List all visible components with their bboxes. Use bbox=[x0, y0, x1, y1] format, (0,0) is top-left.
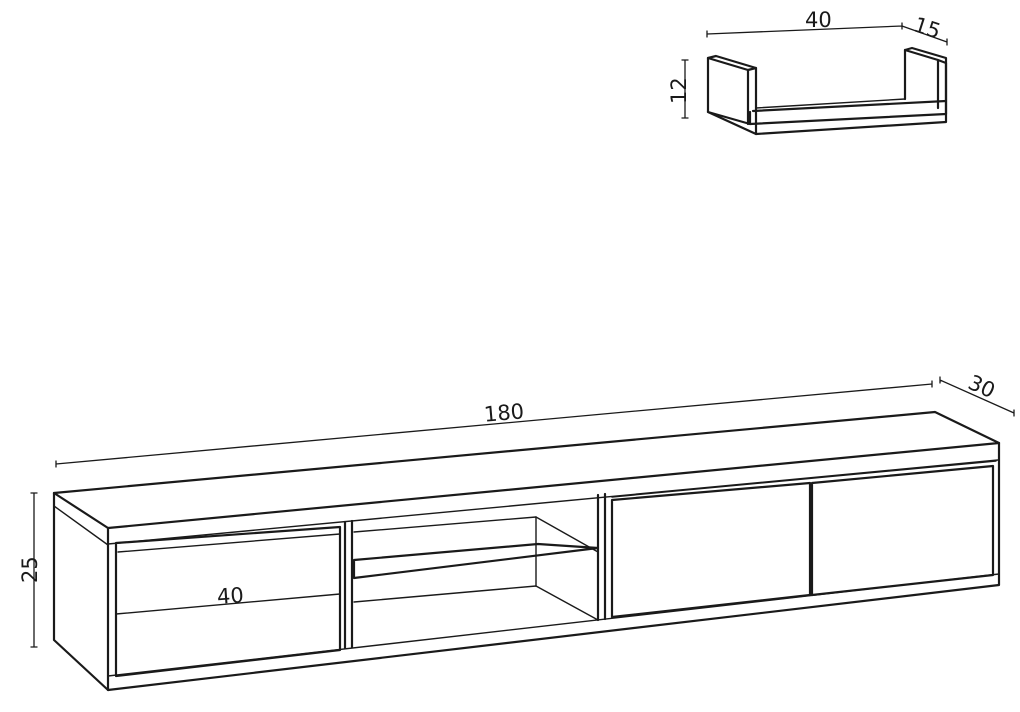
partition-left bbox=[343, 519, 354, 650]
drawer-divider bbox=[115, 593, 341, 615]
tv-unit-front-outline bbox=[106, 441, 1001, 692]
tv-unit bbox=[52, 410, 1001, 692]
shelf-bottom-face bbox=[706, 110, 948, 136]
tv-unit-depth-label: 30 bbox=[965, 370, 999, 403]
shelf-width-label: 40 bbox=[805, 8, 832, 32]
drawer-block-left bbox=[114, 525, 342, 678]
open-compartment-back-top bbox=[353, 516, 599, 553]
open-compartment-back-bottom bbox=[353, 585, 599, 621]
tv-unit-top-board-underside bbox=[107, 459, 999, 545]
shelf-height-dimension-line bbox=[681, 59, 689, 119]
tv-unit-height-label: 25 bbox=[18, 556, 42, 583]
shelf-height-label: 12 bbox=[667, 77, 691, 104]
tv-unit-depth-dimension-line bbox=[939, 376, 1015, 417]
tv-unit-left-side bbox=[52, 491, 110, 692]
drawer-width-label: 40 bbox=[216, 583, 244, 609]
door-handle-profile bbox=[611, 460, 997, 498]
tv-unit-dimensions bbox=[30, 376, 1015, 648]
drawer-top-handle bbox=[117, 533, 341, 553]
shelf-right-upright bbox=[903, 48, 948, 116]
open-compartment-shelf bbox=[352, 542, 600, 580]
tv-unit-width-label: 180 bbox=[483, 399, 525, 426]
shelf-base-top-edge bbox=[751, 99, 948, 113]
shelf-dimensions bbox=[681, 22, 948, 119]
tv-unit-width-dimension-line bbox=[55, 380, 933, 468]
door-left bbox=[610, 481, 812, 619]
tv-unit-top-surface bbox=[52, 410, 1001, 530]
tv-unit-left-side-top-edge bbox=[53, 505, 109, 546]
tv-unit-height-dimension-line bbox=[30, 492, 38, 648]
door-right bbox=[810, 464, 995, 597]
wall-shelf bbox=[706, 46, 948, 136]
shelf-right-upright-top bbox=[903, 46, 948, 65]
partition-right bbox=[596, 492, 607, 622]
shelf-left-upright-top bbox=[746, 66, 758, 72]
shelf-depth-dimension-line bbox=[901, 25, 948, 46]
shelf-inner-floor-edge bbox=[755, 98, 906, 109]
